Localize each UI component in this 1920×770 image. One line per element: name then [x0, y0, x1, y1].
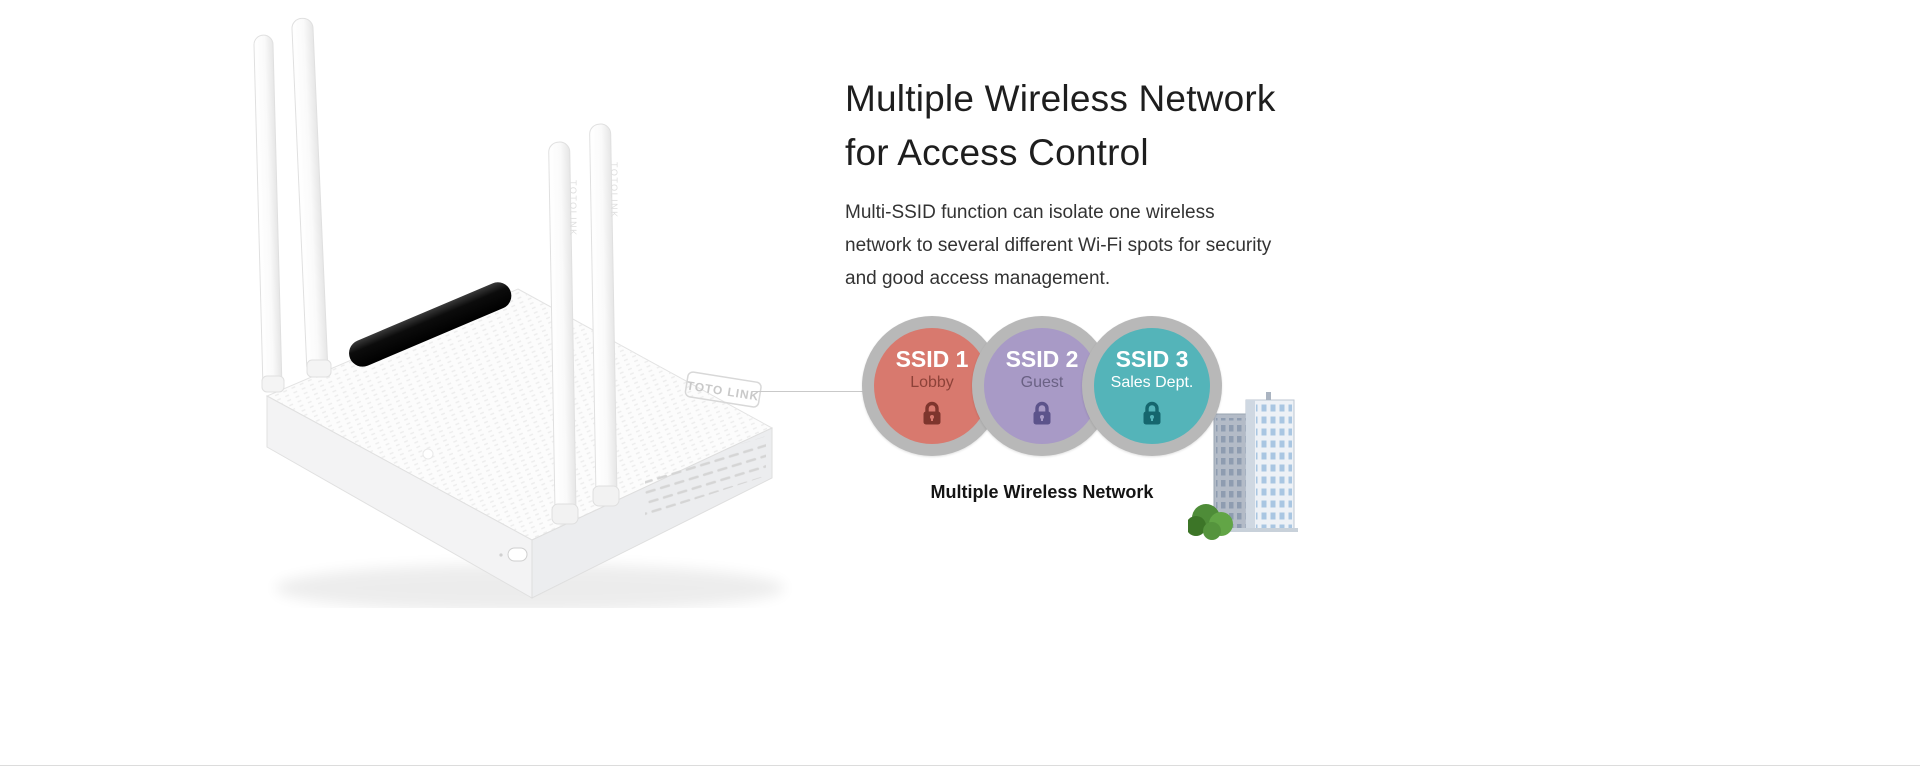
antenna-front-right: TOTOLINK	[589, 123, 620, 507]
diagram-caption: Multiple Wireless Network	[930, 482, 1154, 502]
ssid-disc: SSID 3 Sales Dept.	[1094, 328, 1210, 444]
page-title-line2: for Access Control	[845, 132, 1149, 173]
ssid-item-3: SSID 3 Sales Dept.	[1082, 316, 1222, 456]
ssid-disc: SSID 2 Guest	[984, 328, 1100, 444]
ssid-sublabel: Lobby	[910, 374, 954, 391]
ssid-label: SSID 2	[1005, 346, 1079, 372]
router-power-dot	[499, 553, 503, 557]
router-gloss-strip	[349, 282, 512, 367]
antenna-label: TOTOLINK	[609, 162, 619, 219]
page-title-line1: Multiple Wireless Network	[845, 78, 1276, 119]
lock-icon	[923, 401, 941, 425]
antenna-label: TOTOLINK	[568, 180, 578, 237]
building-base	[1210, 528, 1298, 532]
building-back-tower	[1213, 413, 1251, 531]
router-led	[422, 448, 434, 460]
ssid-label: SSID 3	[1115, 346, 1189, 372]
bottom-divider	[0, 765, 1920, 766]
antenna-rear-right	[291, 17, 329, 376]
router-body: TOTO LINK	[265, 282, 774, 599]
building-front-tower	[1245, 392, 1295, 531]
page-title: Multiple Wireless Network for Access Con…	[845, 72, 1276, 180]
router-vents	[645, 436, 766, 516]
bush-icon	[1188, 504, 1233, 540]
lock-icon	[1143, 401, 1161, 425]
antenna-base	[261, 375, 285, 393]
building-illustration	[1188, 392, 1298, 540]
ssid-disc: SSID 1 Lobby	[874, 328, 990, 444]
router-illustration: TOTO LINK TOTOLINK TOTOLINK	[253, 17, 785, 608]
ssid-label: SSID 1	[895, 346, 969, 372]
ssid-sublabel: Guest	[1020, 374, 1064, 391]
ssid-sublabel: Sales Dept.	[1110, 374, 1194, 391]
router-power-button	[507, 547, 528, 562]
antenna-front-left: TOTOLINK	[548, 141, 579, 525]
ssid-diagram: SSID 1 Lobby SSID 2 Guest	[862, 316, 1222, 456]
antenna-base	[306, 359, 332, 378]
connector-line	[752, 391, 870, 392]
antenna-rear-left	[253, 34, 283, 392]
lock-icon	[1033, 401, 1051, 425]
description-text: Multi-SSID function can isolate one wire…	[845, 202, 1272, 289]
ssid-ring: SSID 3 Sales Dept.	[1082, 316, 1222, 456]
